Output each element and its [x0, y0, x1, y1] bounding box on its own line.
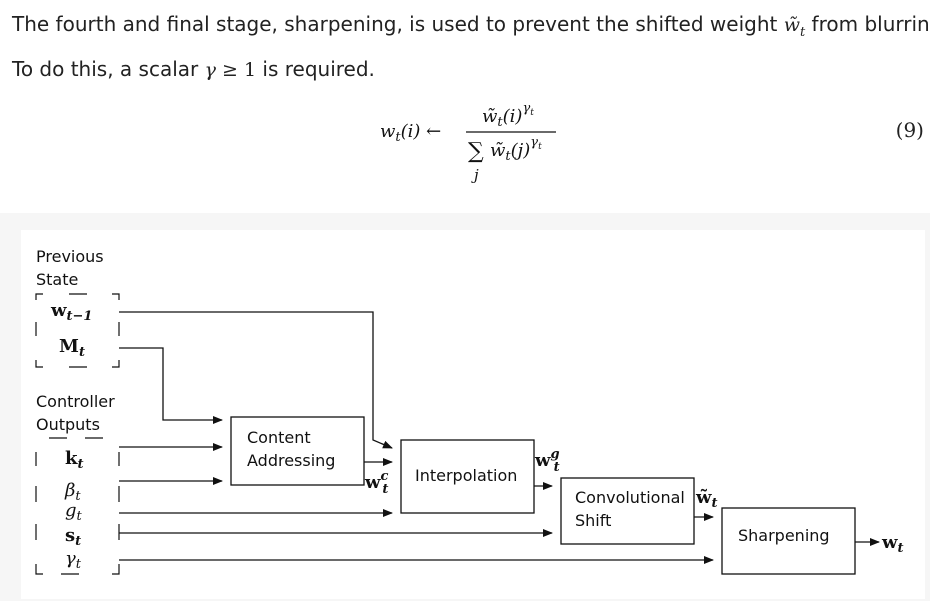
controller-outputs-bracket [35, 437, 120, 575]
memory-symbol: Mt [59, 336, 85, 360]
controller-outputs-label-1: Controller [36, 392, 115, 411]
ntm-addressing-figure: Previous State wt−1 Mt Controller Output… [21, 230, 925, 599]
paragraph-line-2: To do this, a scalar γ ≥ 1 is required. [12, 51, 928, 89]
sharpening-label: Sharpening [738, 526, 830, 545]
addressing-diagram: Previous State wt−1 Mt Controller Output… [35, 247, 904, 575]
key-symbol: kt [65, 448, 84, 472]
previous-state-label-1: Previous [36, 247, 104, 266]
paragraph-text-2b: is required. [256, 56, 375, 81]
content-addressing-label-2: Addressing [247, 451, 335, 470]
equation-numerator: w̃t(i)γt [482, 101, 534, 130]
convolutional-shift-label-1: Convolutional [575, 488, 685, 507]
controller-outputs-label-2: Outputs [36, 415, 100, 434]
shifted-weight-symbol: w̃t [783, 14, 806, 40]
sharpening-box [721, 507, 856, 575]
gamma-symbol: γt [65, 548, 82, 572]
paragraph: The fourth and final stage, sharpening, … [12, 6, 930, 89]
output-weight-symbol: wt [881, 532, 904, 556]
paragraph-text-2a: To do this, a scalar [12, 56, 205, 81]
paragraph-text-1a: The fourth and final stage, sharpening, … [12, 12, 784, 36]
equation-denominator: w̃t(j)γt [490, 135, 542, 164]
gamma-condition: γ [204, 58, 216, 81]
equation-lhs: wt(i) ← [380, 121, 441, 145]
shifted-weight-diagram-symbol: w̃t [695, 487, 718, 511]
convolutional-shift-label-2: Shift [575, 511, 611, 530]
equation-number: (9) [895, 118, 924, 142]
equation-svg: wt(i) ← w̃t(i)γt ∑ w̃t(j)γt j [380, 101, 556, 184]
interpolation-label: Interpolation [415, 466, 517, 485]
sum-index: j [471, 166, 479, 184]
content-addressing-label-1: Content [247, 428, 311, 447]
diagram-arrows [119, 311, 880, 564]
sharpening-equation: wt(i) ← w̃t(i)γt ∑ w̃t(j)γt j (9) [0, 92, 930, 188]
gamma-inequality: ≥ 1 [215, 58, 257, 81]
previous-state-label-2: State [36, 270, 78, 289]
sum-symbol: ∑ [468, 139, 484, 164]
convolutional-shift-box [560, 477, 695, 545]
shift-symbol: st [65, 525, 81, 549]
prev-weight-symbol: wt−1 [50, 300, 92, 324]
interpolation-box [400, 439, 535, 514]
previous-state-bracket [35, 293, 120, 368]
content-addressing-box [230, 416, 365, 486]
paragraph-line-1: The fourth and final stage, sharpening, … [12, 6, 930, 51]
paragraph-text-1b: from blurring. [811, 12, 930, 36]
